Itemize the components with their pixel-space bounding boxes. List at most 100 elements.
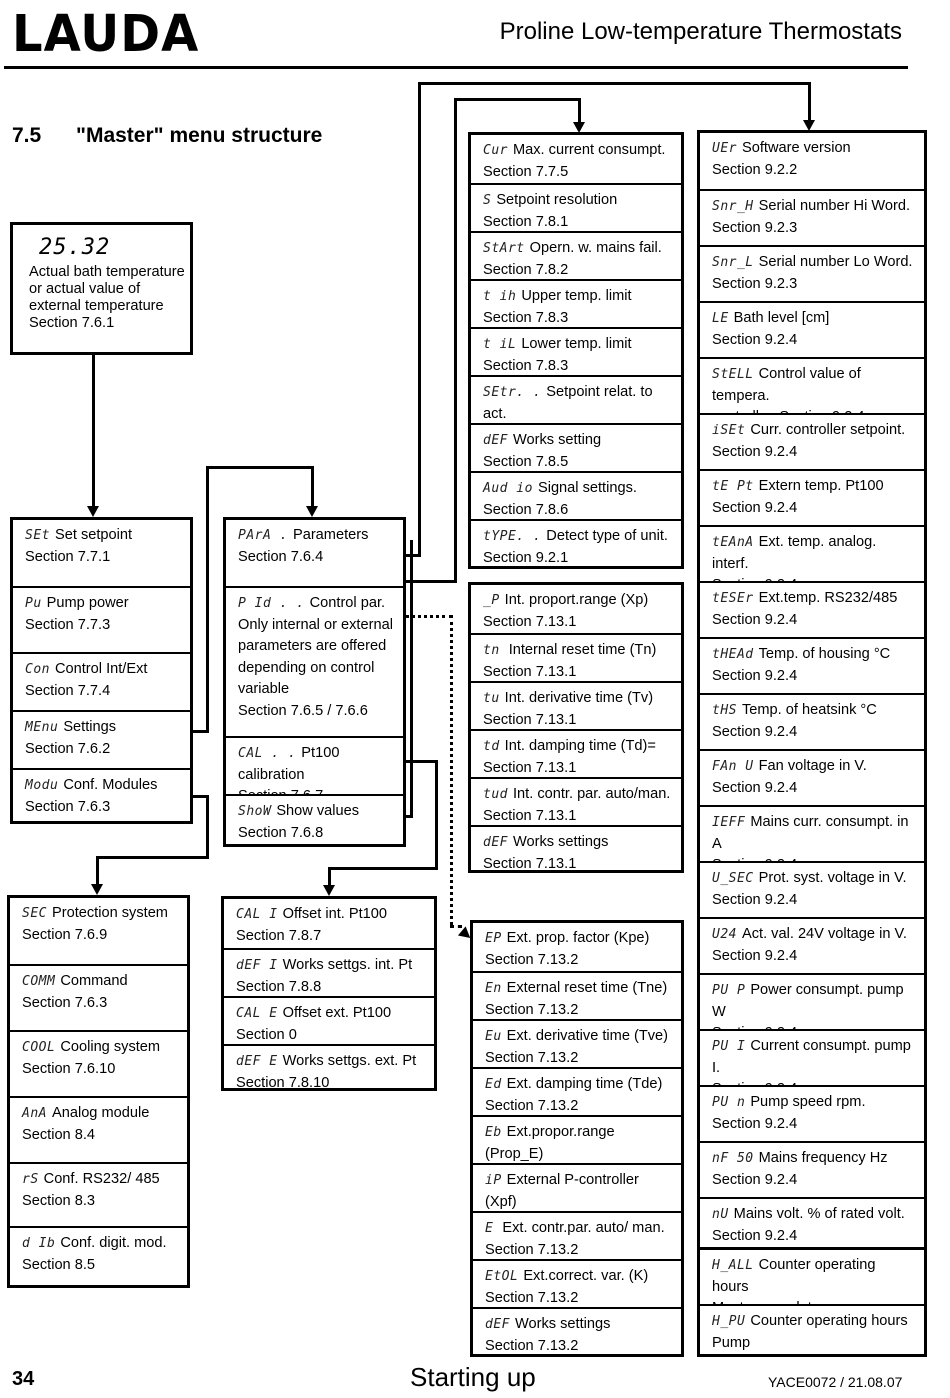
- display-code: IEFF: [712, 815, 746, 830]
- menu-item-section: Section 7.7.1: [25, 548, 111, 565]
- menu-item-section: Section 7.6.7: [238, 786, 395, 794]
- display-code: dEF: [483, 433, 508, 448]
- connector-line: [192, 730, 208, 733]
- menu-item-section: Section 7.6.5 / 7.6.6: [238, 702, 368, 719]
- display-code: U24: [712, 927, 737, 942]
- display-code: StArt: [483, 241, 525, 256]
- menu-item-section: Section 9.2.4: [712, 575, 916, 581]
- document-code: YACE0072 / 21.08.07: [768, 1374, 903, 1390]
- menu-item-label: Fan voltage in V.: [758, 758, 867, 774]
- menu-item-label: Serial number Lo Word.: [758, 254, 913, 270]
- menu-item-section: Section 7.13.2: [485, 1337, 579, 1354]
- display-code: dEF E: [236, 1054, 278, 1069]
- display-code: EP: [485, 931, 502, 946]
- menu-item-section: Section 9.2.4: [712, 1079, 916, 1085]
- menu-item-label: Set setpoint: [54, 527, 133, 543]
- display-code: Cur: [483, 143, 508, 158]
- display-code: tn: [483, 643, 500, 658]
- arrow-down-icon: [573, 122, 585, 133]
- menu-item-label: Ext. prop. factor (Kpe): [506, 930, 650, 946]
- connector-line: [808, 82, 811, 120]
- menu-item-title-line: CAL E Offset ext. Pt100: [236, 1003, 426, 1025]
- connector-line: [405, 580, 457, 583]
- menu-item-section: Section 7.6.8: [238, 824, 324, 841]
- menu-item-section: Master complete: [712, 1298, 916, 1304]
- menu-item-label: Offset ext. Pt100: [282, 1005, 392, 1021]
- menu-item-section: Section 7.8.5: [483, 453, 569, 470]
- connector-line: [96, 856, 209, 859]
- menu-item-label: Counter operating hours: [750, 1313, 908, 1329]
- menu-item-section: Section 9.2.4: [712, 499, 798, 516]
- menu-item-label: Prot. syst. voltage in V.: [758, 870, 907, 886]
- menu-item-label: Max. current consumpt.: [512, 142, 666, 158]
- actual-box-line: or actual value of: [29, 281, 141, 297]
- display-code: COMM: [22, 974, 56, 989]
- menu-item-section: Section 7.8.1: [483, 213, 569, 230]
- menu-item-section: Section 7.13.2: [485, 1097, 579, 1114]
- menu-item-label: Int. derivative time (Tv): [504, 690, 654, 706]
- display-code: CAL E: [236, 1006, 278, 1021]
- menu-item-label: Command: [60, 973, 128, 989]
- connector-line: [405, 554, 421, 557]
- display-code: d Ib: [22, 1236, 56, 1251]
- menu-item-section: Section 7.6.3: [25, 798, 111, 815]
- menu-item-label: Upper temp. limit: [521, 288, 632, 304]
- display-code: iSEt: [712, 423, 746, 438]
- menu-item-label: Int. contr. par. auto/man.: [512, 786, 671, 802]
- connector-line: [206, 795, 209, 858]
- menu-item-label: Current consumpt. pump I.: [712, 1038, 911, 1076]
- menu-item-section: Section 7.13.1: [483, 759, 577, 776]
- connector-line: [405, 760, 437, 763]
- menu-item-section: Section 9.2.4: [712, 1023, 916, 1029]
- menu-item-label: Act. val. 24V voltage in V.: [741, 926, 907, 942]
- menu-item-label: Temp. of heatsink °C: [741, 702, 877, 718]
- actual-box-line: Actual bath temperature: [29, 264, 185, 280]
- menu-item-label: Settings: [63, 719, 117, 735]
- menu-item-section: Section 9.2.3: [712, 219, 798, 236]
- display-code: H_PU: [712, 1314, 746, 1329]
- menu-item-section: Section 7.6.3: [22, 994, 108, 1011]
- connector-line: [454, 98, 457, 580]
- menu-item-section: Section 7.13.1: [483, 613, 577, 630]
- display-code: tud: [483, 787, 508, 802]
- menu-item-label: Conf. digit. mod.: [60, 1235, 167, 1251]
- connector-line: [418, 82, 811, 85]
- menu-item-section: Section 7.7.4: [25, 682, 111, 699]
